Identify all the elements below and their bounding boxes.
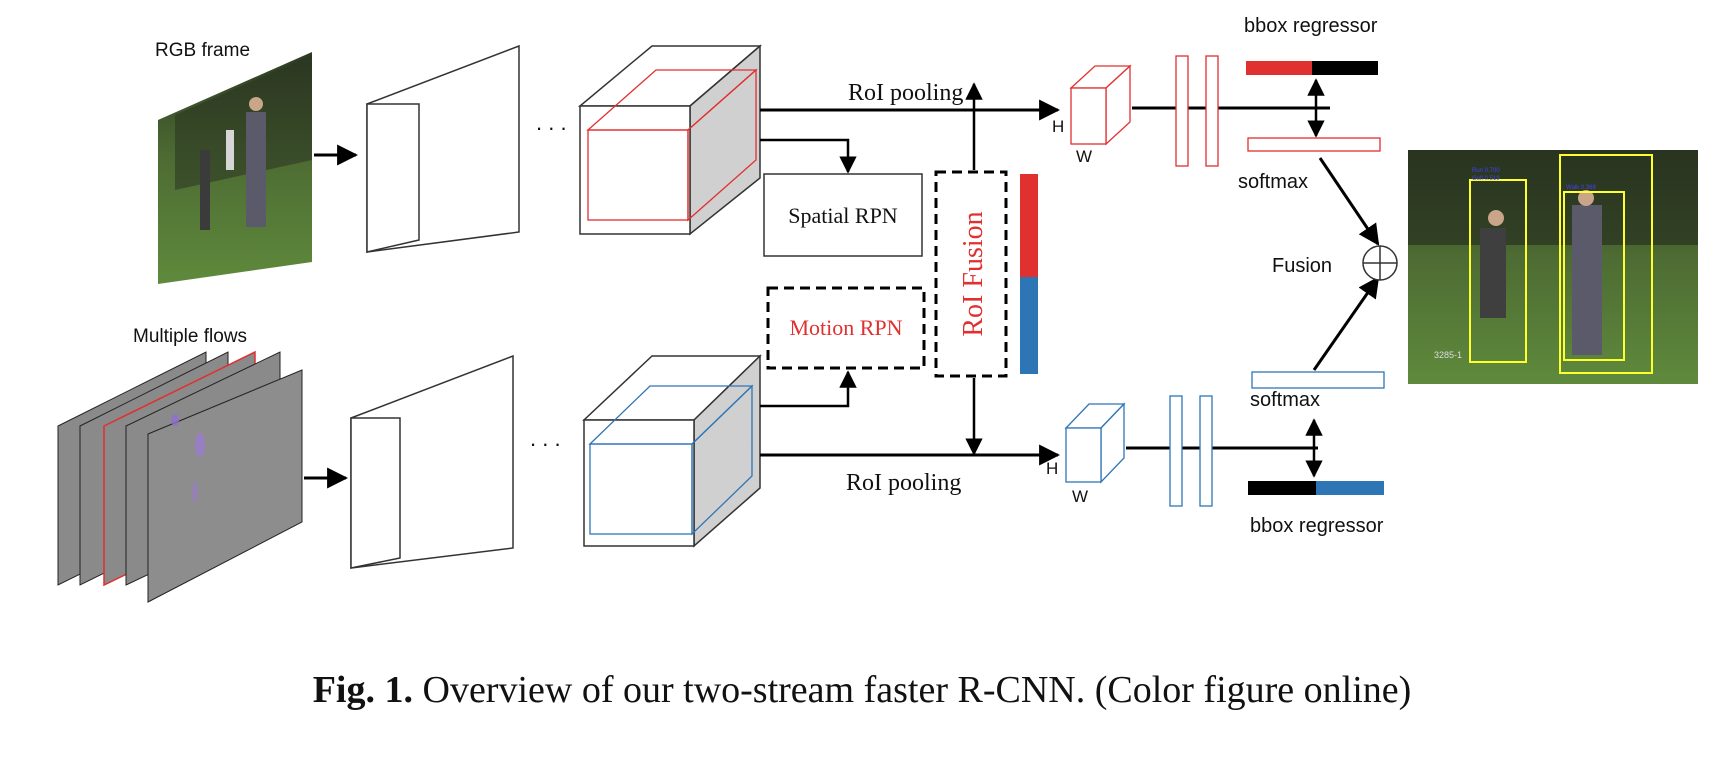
spatial-rpn-box: [763, 173, 923, 257]
detection-box-walker-outer: [1559, 154, 1653, 374]
bbox-regressor-top-label: bbox regressor: [1244, 15, 1378, 37]
softmax-bottom-label: softmax: [1250, 389, 1320, 411]
caption-prefix: Fig. 1.: [312, 669, 413, 711]
spatial-conv-block: [366, 44, 520, 253]
softmax-bottom-bar: [1251, 371, 1385, 389]
h-label-bottom: H: [1046, 459, 1058, 478]
h-label-top: H: [1052, 117, 1064, 136]
fc-layer-1-bottom: [1169, 395, 1183, 507]
detection-box-walker-inner: [1563, 191, 1625, 361]
arrow-softmax-bottom-to-fusion: [1312, 276, 1380, 371]
detection-box-golfer: [1469, 179, 1527, 363]
motion-pooled-cube: [1064, 402, 1126, 484]
softmax-top-bar: [1247, 137, 1381, 152]
softmax-top-label: softmax: [1238, 171, 1308, 193]
spatial-pooled-cube: [1069, 64, 1132, 146]
flow-stack: [57, 350, 303, 603]
w-label-top: W: [1076, 147, 1092, 166]
fusion-label: Fusion: [1272, 255, 1332, 277]
motion-rpn-label: Motion RPN: [789, 315, 902, 340]
w-label-bottom: W: [1072, 487, 1088, 506]
arrow-softmax-top-to-fusion: [1318, 157, 1380, 246]
roi-pooling-top-label: RoI pooling: [848, 80, 963, 106]
detection-label-walk: Walk 0.368: [1566, 185, 1596, 191]
roi-fusion-box: [934, 170, 1008, 378]
caption-text: Overview of our two-stream faster R-CNN.…: [413, 669, 1412, 711]
bbox-regressor-bottom-black: [1248, 481, 1316, 495]
rgb-frame-label: RGB frame: [155, 40, 250, 61]
detection-label-run: Run 0.700: [1472, 168, 1500, 174]
ellipsis-bottom: . . .: [530, 426, 561, 451]
fused-feature-bar-blue: [1020, 277, 1038, 374]
motion-conv-block: [350, 354, 514, 569]
fc-layer-2-top: [1205, 55, 1219, 167]
ellipsis-top: . . .: [536, 110, 567, 135]
roi-pooling-bottom-label: RoI pooling: [846, 470, 961, 496]
spatial-feature-cube: [577, 44, 763, 236]
rgb-frame-image: [158, 52, 312, 284]
spatial-rpn-label: Spatial RPN: [788, 203, 898, 228]
arrow-to-spatial-rpn: [760, 138, 857, 174]
arrow-to-motion-rpn: [760, 370, 857, 408]
bbox-regressor-bottom-label: bbox regressor: [1250, 515, 1384, 537]
fusion-sum-icon: [1362, 245, 1398, 281]
detection-output-image: Run 0.700 Golf 0.519 Walk 0.368 3285-1: [1408, 150, 1698, 384]
multiple-flows-label: Multiple flows: [133, 326, 247, 347]
roi-fusion-label: RoI Fusion: [958, 211, 989, 336]
bbox-regressor-bottom-blue: [1316, 481, 1384, 495]
fc-layer-2-bottom: [1199, 395, 1213, 507]
fused-feature-bar-red: [1020, 174, 1038, 277]
bbox-regressor-top-red: [1246, 61, 1312, 75]
bbox-regressor-top-black: [1312, 61, 1378, 75]
motion-rpn-box: [766, 286, 926, 370]
detection-label-golf: Golf 0.519: [1472, 176, 1500, 182]
detection-frame-id: 3285-1: [1434, 350, 1462, 360]
fc-layer-1-top: [1175, 55, 1189, 167]
figure-caption: Fig. 1. Overview of our two-stream faste…: [0, 668, 1724, 712]
motion-feature-cube: [582, 354, 762, 548]
